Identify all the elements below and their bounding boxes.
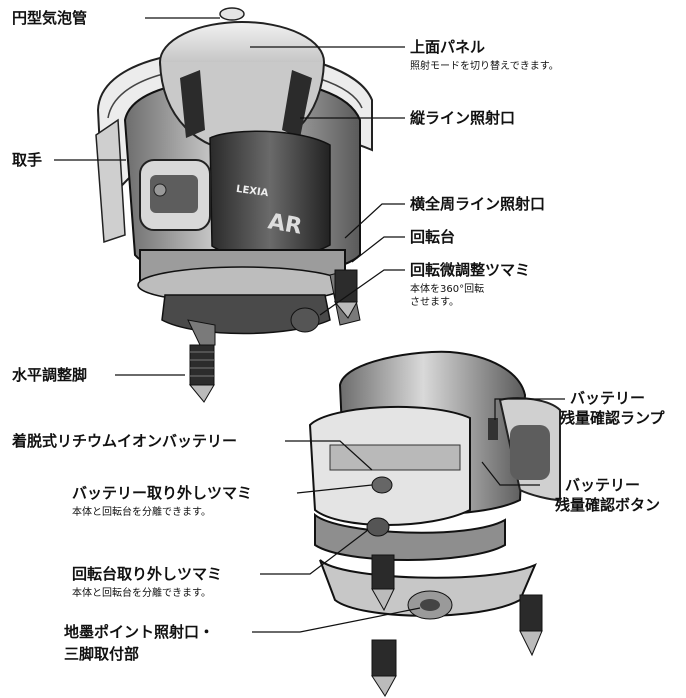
leader-horizontal-aperture [344, 203, 405, 239]
label-battery-lamp-1: バッテリー [570, 389, 646, 407]
label-base-release: 回転台取り外しツマミ [72, 565, 223, 583]
note-fine-adjust-2: させます。 [410, 297, 459, 308]
label-battery-release: バッテリー取り外しツマミ [72, 484, 253, 502]
leader-rotating-base [351, 236, 405, 263]
label-battery-button-2: 残量確認ボタン [555, 496, 661, 514]
note-base-release: 本体と回転台を分離できます。 [72, 588, 211, 599]
label-battery-button-1: バッテリー [565, 476, 641, 494]
leader-base-release [260, 529, 369, 575]
label-rotating-base: 回転台 [410, 228, 456, 246]
note-battery-release: 本体と回転台を分離できます。 [72, 507, 211, 518]
label-vertical-aperture: 縦ライン照射口 [410, 109, 516, 127]
label-horizontal-aperture: 横全周ライン照射口 [410, 195, 546, 213]
label-handle: 取手 [12, 151, 43, 169]
leader-battery [285, 440, 373, 471]
label-battery-lamp-2: 残量確認ランプ [560, 409, 665, 427]
leader-plumb [252, 607, 421, 633]
leader-fine-adjust [319, 269, 405, 316]
top-device [95, 7, 373, 403]
leader-battery-release [296, 484, 373, 494]
leader-lines [54, 17, 565, 633]
leader-battery-lamp [494, 398, 565, 420]
label-fine-adjust: 回転微調整ツマミ [410, 261, 531, 279]
bottom-device [308, 350, 561, 697]
note-fine-adjust-1: 本体を360°回転 [410, 284, 485, 295]
leader-battery-button [481, 461, 540, 486]
label-top-panel: 上面パネル [410, 38, 486, 56]
note-top-panel: 照射モードを切り替えできます。 [410, 61, 559, 72]
label-plumb-point-1: 地墨ポイント照射口・ [64, 623, 215, 641]
label-leveling-leg: 水平調整脚 [12, 366, 88, 384]
label-battery: 着脱式リチウムイオンバッテリー [12, 432, 238, 450]
label-circular-vial: 円型気泡管 [12, 9, 88, 27]
label-plumb-point-2: 三脚取付部 [64, 645, 140, 663]
